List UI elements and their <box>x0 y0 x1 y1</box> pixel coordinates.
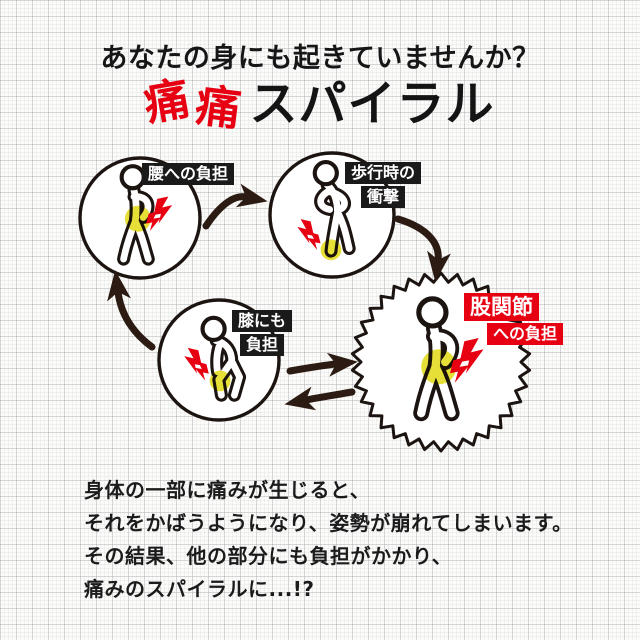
headline-question: あなたの身にも起きていませんか？ <box>100 43 540 74</box>
arrow-hip-to-knee <box>284 386 356 411</box>
hip-node-label-line1: 股関節 <box>464 293 539 322</box>
title-pain-char-2: 痛 <box>193 78 245 137</box>
walk-node-label: 歩行時の 衝撃 <box>345 162 422 208</box>
waist-pain-spot <box>124 205 151 232</box>
knee-node-label-line1: 膝にも <box>232 310 293 332</box>
caption-line-2: それをかばうようになり、姿勢が崩れてしまいます。 <box>84 511 573 535</box>
cycle-diagram-graphic <box>78 151 532 453</box>
pain-cycle-diagram <box>0 140 640 470</box>
knee-node-label-line2: 負担 <box>240 334 285 356</box>
knee-node-label: 膝にも 負担 <box>232 310 293 356</box>
hip-pain-spot <box>421 349 457 385</box>
walking-figure-icon <box>297 159 349 261</box>
hip-pain-figure-icon <box>419 296 484 413</box>
knee-pain-spot <box>209 370 231 392</box>
waist-pain-figure-icon <box>122 164 173 259</box>
explanation-caption: 身体の一部に痛みが生じると、 それをかばうようになり、姿勢が崩れてしまいます。 … <box>84 474 624 606</box>
main-title: 痛 痛 スパイラル <box>0 66 640 137</box>
caption-line-4: 痛みのスパイラルに...!? <box>84 577 315 601</box>
kneeling-figure-icon <box>184 315 239 395</box>
arrow-walk-to-hip <box>394 215 451 282</box>
hip-node-label-line2: への負担 <box>487 323 564 345</box>
waist-node-label: 腰への負担 <box>142 163 235 185</box>
foot-pain-spot <box>320 239 342 261</box>
title-pain-char-1: 痛 <box>140 71 195 132</box>
walk-node-label-line2: 衝撃 <box>361 186 406 208</box>
arrow-knee-to-waist <box>107 270 156 351</box>
arrow-knee-to-hip <box>286 352 358 377</box>
title-spiral-text: スパイラル <box>249 76 495 132</box>
caption-line-1: 身体の一部に痛みが生じると、 <box>84 478 371 502</box>
caption-line-3: その結果、他の部分にも負担がかかり、 <box>84 544 453 568</box>
arrow-waist-to-walk <box>202 183 268 230</box>
walk-node-label-line1: 歩行時の <box>345 162 422 184</box>
